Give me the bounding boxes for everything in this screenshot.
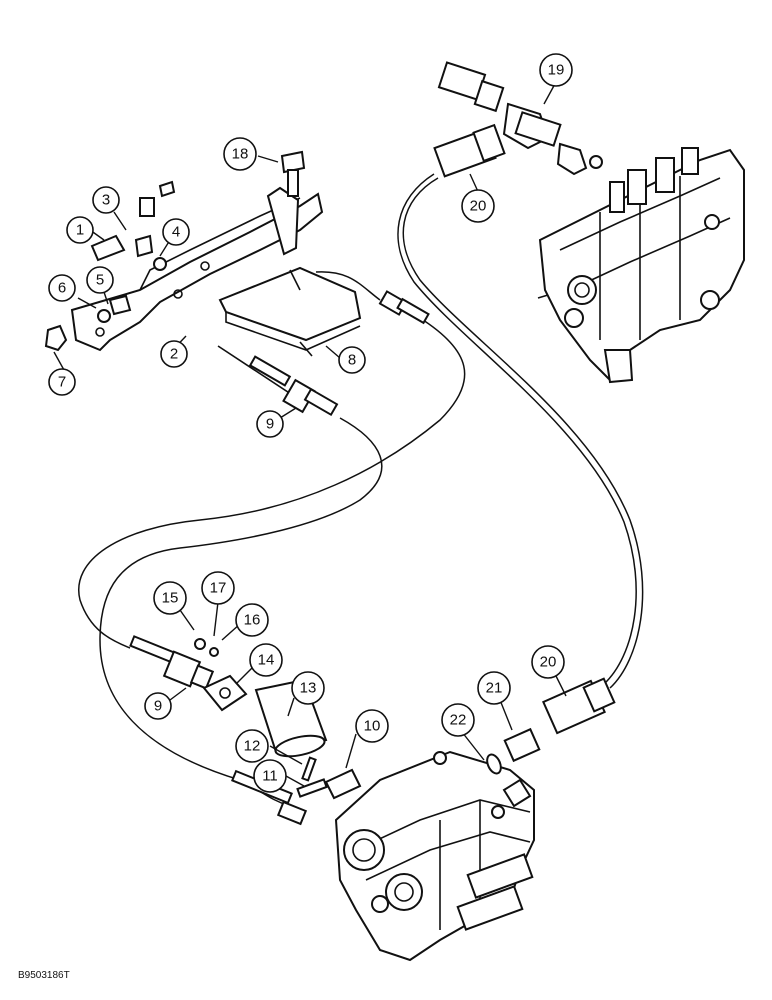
callout-15: 15 — [153, 581, 187, 615]
callout-3: 3 — [92, 186, 120, 214]
svg-text:6: 6 — [58, 280, 66, 297]
callout-5: 5 — [86, 266, 114, 294]
callout-18: 18 — [223, 137, 257, 171]
svg-text:21: 21 — [486, 680, 503, 697]
callout-19: 19 — [539, 53, 573, 87]
cable-end-upper — [378, 290, 430, 325]
callout-14: 14 — [249, 643, 283, 677]
callout-16: 16 — [235, 603, 269, 637]
svg-text:13: 13 — [300, 680, 317, 697]
callout-13: 13 — [291, 671, 325, 705]
callout-21: 21 — [477, 671, 511, 705]
hydraulic-hose-20 — [402, 177, 644, 689]
svg-text:9: 9 — [154, 698, 162, 715]
callout-10: 10 — [355, 709, 389, 743]
lower-fittings — [486, 677, 616, 775]
callout-9-lower: 9 — [144, 692, 172, 720]
svg-text:20: 20 — [470, 198, 487, 215]
bracket-hardware — [44, 150, 306, 352]
svg-text:3: 3 — [102, 192, 110, 209]
callout-22: 22 — [441, 703, 475, 737]
upper-control-valve — [437, 61, 745, 384]
callout-1: 1 — [66, 216, 94, 244]
svg-text:1: 1 — [76, 222, 84, 239]
callout-9-upper: 9 — [256, 410, 284, 438]
svg-text:11: 11 — [262, 768, 278, 785]
callout-8: 8 — [338, 346, 366, 374]
svg-text:4: 4 — [172, 224, 180, 241]
mounting-bracket — [70, 186, 362, 357]
callout-12: 12 — [235, 729, 269, 763]
control-cable-upper — [78, 317, 466, 649]
svg-text:14: 14 — [258, 652, 275, 669]
svg-text:19: 19 — [548, 62, 565, 79]
svg-text:20: 20 — [540, 654, 557, 671]
callout-2: 2 — [160, 340, 188, 368]
callout-7: 7 — [48, 368, 76, 396]
callout-17: 17 — [201, 571, 235, 605]
callout-11: 11 — [253, 759, 287, 793]
svg-text:7: 7 — [58, 374, 66, 391]
callout-20-upper: 20 — [461, 189, 495, 223]
lower-cable-hardware — [129, 635, 362, 826]
cable-end-9-upper — [217, 345, 339, 417]
svg-text:12: 12 — [244, 738, 261, 755]
svg-text:17: 17 — [210, 580, 227, 597]
callout-4: 4 — [162, 218, 190, 246]
lower-control-valve — [334, 750, 535, 962]
svg-text:18: 18 — [232, 146, 249, 163]
document-id: B9503186T — [18, 970, 70, 981]
svg-text:9: 9 — [266, 416, 274, 433]
svg-text:15: 15 — [162, 590, 179, 607]
callout-20-lower: 20 — [531, 645, 565, 679]
svg-text:5: 5 — [96, 272, 104, 289]
svg-text:8: 8 — [348, 352, 356, 369]
callout-6: 6 — [48, 274, 76, 302]
svg-text:2: 2 — [170, 346, 178, 363]
control-cable-9 — [99, 417, 383, 781]
hose-fitting-20-upper — [433, 123, 506, 178]
svg-text:16: 16 — [244, 612, 261, 629]
callout-group: 1 2 3 4 5 6 7 8 9 9 10 11 12 13 14 15 16… — [48, 53, 573, 793]
svg-text:10: 10 — [364, 718, 381, 735]
svg-text:22: 22 — [450, 712, 467, 729]
